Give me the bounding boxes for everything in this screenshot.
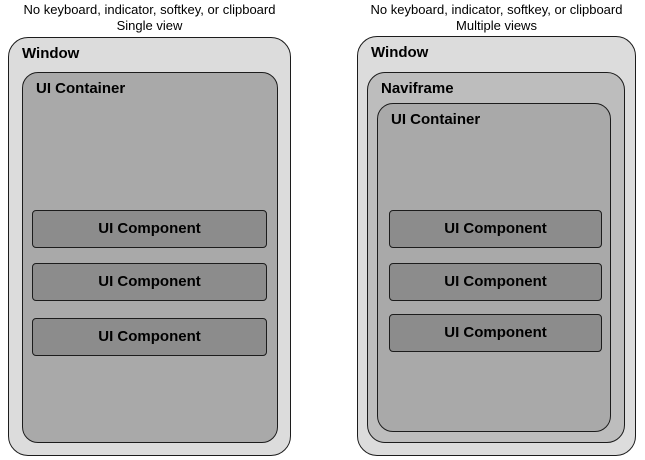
caption-single-view-line2: Single view [116,18,183,33]
ui-component-single-view-3: UI Component [32,318,267,356]
naviframe-box: Naviframe UI Container UI Component UI C… [367,72,625,443]
ui-component-single-view-1: UI Component [32,210,267,248]
caption-multiple-views-line1: No keyboard, indicator, softkey, or clip… [370,2,623,17]
ui-component-multiple-views-2: UI Component [389,263,602,301]
ui-container-label-single-view: UI Container [36,80,126,97]
window-label-single-view: Window [22,45,80,62]
ui-container-label-multiple-views: UI Container [391,111,481,128]
ui-container-box-single-view: UI Container UI Component UI Component U… [22,72,278,443]
caption-single-view: No keyboard, indicator, softkey, or clip… [8,2,291,34]
window-box-multiple-views: Window Naviframe UI Container UI Compone… [357,36,636,456]
ui-component-multiple-views-3: UI Component [389,314,602,352]
window-label-multiple-views: Window [371,44,429,61]
ui-container-box-multiple-views: UI Container UI Component UI Component U… [377,103,611,432]
ui-component-multiple-views-1: UI Component [389,210,602,248]
caption-single-view-line1: No keyboard, indicator, softkey, or clip… [23,2,276,17]
caption-multiple-views: No keyboard, indicator, softkey, or clip… [357,2,636,34]
naviframe-label: Naviframe [381,80,454,97]
ui-component-single-view-2: UI Component [32,263,267,301]
window-box-single-view: Window UI Container UI Component UI Comp… [8,37,291,456]
caption-multiple-views-line2: Multiple views [456,18,537,33]
